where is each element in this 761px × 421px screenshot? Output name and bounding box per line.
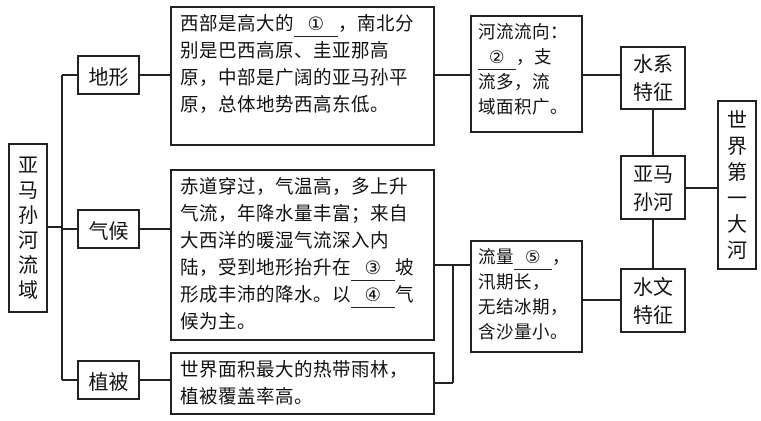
- flow-volume-post: ，: [552, 248, 570, 268]
- amazon-line1: 亚马: [633, 161, 673, 186]
- region-char: 河: [18, 228, 38, 252]
- region-char: 流: [18, 253, 38, 277]
- terrain-text-pre: 西部是高大的: [180, 14, 295, 35]
- climate-text-part3: 气候为主。: [180, 285, 415, 333]
- title-char: 大: [727, 212, 747, 236]
- water-system-box: 水系 特征: [620, 46, 686, 110]
- region-char: 亚: [18, 153, 38, 177]
- terrain-text-post: ，南北分别是巴西高原、圭亚那高原，中部是广阔的亚马孙平原，总体地势西高东低。: [180, 14, 415, 116]
- blank-2: ②: [478, 47, 516, 70]
- flow-volume-pre: 流量: [478, 248, 514, 268]
- amazon-line2: 孙河: [633, 189, 673, 214]
- hydrology-line2: 特征: [633, 302, 673, 327]
- vegetation-label: 植被: [88, 369, 129, 394]
- vegetation-content: 世界面积最大的热带雨林，植被覆盖率高。: [170, 352, 435, 415]
- blank-3: ③: [351, 258, 396, 281]
- flow-volume-line4: 含沙量小。: [478, 323, 568, 343]
- flow-direction-box: 河流流向： ②，支 流多，流 域面积广。: [470, 15, 583, 133]
- region-box: 亚 马 孙 河 流 域: [8, 143, 48, 313]
- region-char: 孙: [18, 203, 38, 227]
- vegetation-text: 世界面积最大的热带雨林，植被覆盖率高。: [180, 360, 409, 408]
- flow-direction-line1: 河流流向：: [478, 23, 568, 43]
- title-box: 世 界 第 一 大 河: [717, 100, 757, 270]
- climate-label: 气候: [88, 218, 129, 243]
- flow-volume-line3: 无结冰期，: [478, 298, 568, 318]
- region-char: 马: [18, 178, 38, 202]
- blank-1: ①: [294, 14, 339, 37]
- climate-text-part1: 赤道穿过，气温高，多上升气流，年降水量丰富；来自大西洋的暖湿气流深入内陆，受到地…: [180, 177, 409, 279]
- blank-4: ④: [351, 285, 396, 308]
- water-system-line1: 水系: [633, 52, 673, 76]
- hydrology-box: 水文 特征: [620, 268, 686, 333]
- climate-box: 气候: [77, 209, 140, 249]
- title-char: 第: [727, 160, 747, 184]
- region-char: 域: [18, 278, 38, 302]
- flow-direction-line3: 流多，流: [478, 73, 550, 93]
- title-char: 界: [727, 134, 747, 158]
- climate-text-part2: 坡形成丰沛的降水。以: [180, 258, 415, 306]
- climate-content: 赤道穿过，气温高，多上升气流，年降水量丰富；来自大西洋的暖湿气流深入内陆，受到地…: [170, 169, 435, 341]
- flow-volume-line2: 汛期长，: [478, 273, 550, 293]
- flow-direction-line2: ，支: [516, 48, 552, 68]
- terrain-label: 地形: [88, 64, 129, 89]
- terrain-box: 地形: [77, 55, 140, 95]
- title-char: 河: [727, 238, 747, 262]
- hydrology-line1: 水文: [633, 274, 673, 299]
- title-char: 一: [727, 186, 747, 210]
- vegetation-box: 植被: [77, 360, 140, 400]
- blank-5: ⑤: [514, 247, 552, 270]
- amazon-box: 亚马 孙河: [620, 155, 686, 220]
- title-char: 世: [727, 108, 747, 132]
- water-system-line2: 特征: [633, 80, 673, 104]
- flow-direction-line4: 域面积广。: [478, 98, 568, 118]
